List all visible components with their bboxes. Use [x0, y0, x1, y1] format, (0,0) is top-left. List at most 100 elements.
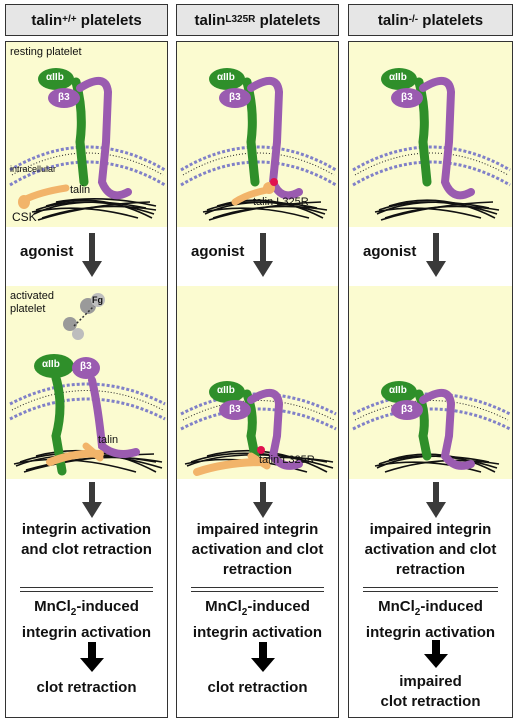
fibrinogen-node	[91, 293, 105, 307]
resting-integrin-diagram	[352, 68, 511, 221]
activated-label-line2: platelet	[10, 303, 46, 315]
header-base: talin	[194, 11, 226, 29]
b3-leg	[247, 77, 303, 200]
b3-leg	[76, 77, 132, 200]
final-text: impaired clot retraction	[349, 672, 512, 712]
mncl2-sub: 2	[241, 607, 248, 618]
header-genotype: +/+	[62, 13, 77, 25]
agonist-arrow	[82, 233, 102, 277]
agonist-step: agonist	[6, 227, 167, 286]
talin-head	[18, 195, 30, 209]
outcome-line: and clot retraction	[21, 541, 152, 558]
activated-integrin-diagram	[9, 293, 166, 476]
talin-rod	[193, 458, 269, 476]
membrane-inner	[9, 160, 166, 187]
resting-zone: resting platelet αIIb β3 intracellular t…	[6, 42, 167, 227]
aiib-head	[38, 68, 74, 90]
aiib-label: αIIb	[217, 385, 235, 396]
resting-integrin-diagram	[180, 68, 337, 221]
talin-mutant-label: talin L325R	[253, 196, 309, 208]
mncl2-post: -induced	[76, 598, 139, 615]
b3-label: β3	[229, 404, 241, 415]
aiib-label: αIIb	[389, 72, 407, 83]
fibrinogen-node	[72, 328, 84, 340]
aiib-head	[209, 68, 245, 90]
membrane-outer	[9, 145, 166, 172]
mutation-dot	[270, 178, 278, 186]
resting-platelet-label: resting platelet	[10, 46, 82, 58]
aiib-label: αIIb	[389, 385, 407, 396]
b3-leg	[419, 77, 475, 200]
mncl2-text: MnCl2-induced integrin activation	[349, 597, 512, 643]
final-text: clot retraction	[177, 678, 338, 698]
final-line: impaired	[399, 673, 462, 690]
b3-label: β3	[80, 361, 92, 372]
b3-label: β3	[401, 404, 413, 415]
aiib-head	[209, 381, 245, 403]
header-genotype: -/-	[408, 13, 419, 25]
outcome-line: impaired integrin	[196, 521, 319, 538]
b3-head	[72, 357, 100, 379]
aiib-head	[381, 68, 417, 90]
final-arrow	[424, 640, 448, 668]
arrow-head	[82, 261, 102, 277]
b3-head	[48, 88, 80, 108]
divider	[20, 587, 153, 592]
mncl2-line2: integrin activation	[365, 624, 496, 641]
outcome-text: impaired integrin activation and clot re…	[177, 520, 338, 580]
aiib-head	[381, 381, 417, 403]
talin-head	[247, 452, 271, 470]
mncl2-line2: integrin activation	[192, 624, 323, 641]
outcome-arrow	[426, 482, 446, 518]
cytoskeleton-mesh	[31, 198, 157, 221]
outcome-line: impaired integrin	[369, 521, 492, 538]
header-suffix: platelets	[255, 11, 321, 29]
cytoskeleton-mesh	[374, 199, 500, 221]
final-arrow	[80, 642, 104, 672]
arrow-shaft	[89, 233, 95, 263]
b3-head	[391, 400, 423, 420]
outcome-text: impaired integrin activation and clot re…	[349, 520, 512, 580]
header-base: talin	[31, 11, 63, 29]
mncl2-text: MnCl2-induced integrin activation	[177, 597, 338, 643]
talin-head	[82, 442, 104, 462]
outcome-arrow	[82, 482, 102, 518]
activated-label-line1: activated	[10, 290, 55, 302]
outcome-line: activation and clot	[191, 541, 324, 558]
talin-label: talin	[98, 434, 119, 446]
divider	[363, 587, 498, 592]
mncl2-sub: 2	[414, 607, 421, 618]
b3-label: β3	[229, 92, 241, 103]
fibrinogen-node	[63, 317, 77, 331]
aiib-label: αIIb	[46, 72, 64, 83]
talin-mutant-label: talin L325R	[259, 454, 315, 466]
cytoskeleton-mesh	[202, 199, 328, 221]
outcome-line: activation and clot	[364, 541, 497, 558]
b3-leg	[419, 389, 475, 470]
agonist-label: agonist	[20, 243, 74, 260]
b3-label: β3	[58, 92, 70, 103]
talin-label: talin	[70, 184, 91, 196]
intracellular-label: intracellular	[10, 164, 57, 174]
activated-integrin-diagram	[352, 381, 511, 473]
divider	[191, 587, 324, 592]
resting-integrin-diagram	[9, 68, 166, 221]
outcome-arrow	[253, 482, 273, 518]
mncl2-pre: MnCl	[34, 598, 71, 615]
fibrinogen-link	[73, 305, 95, 327]
aiib-leg	[51, 373, 67, 476]
header-base: talin	[377, 11, 409, 29]
agonist-step: agonist	[177, 227, 338, 286]
mutation-dot	[257, 446, 265, 454]
column-header-ko: talin-/- platelets	[348, 4, 513, 36]
mncl2-pre: MnCl	[205, 598, 242, 615]
header-suffix: platelets	[76, 11, 142, 29]
aiib-head	[34, 354, 74, 378]
header-suffix: platelets	[418, 11, 484, 29]
agonist-label: agonist	[363, 243, 417, 260]
b3-leg	[88, 376, 140, 458]
mncl2-text: MnCl2-induced integrin activation	[6, 597, 167, 643]
activated-zone: activated platelet Fg αIIb β3 talin	[6, 286, 167, 479]
mncl2-line2: integrin activation	[21, 624, 152, 641]
